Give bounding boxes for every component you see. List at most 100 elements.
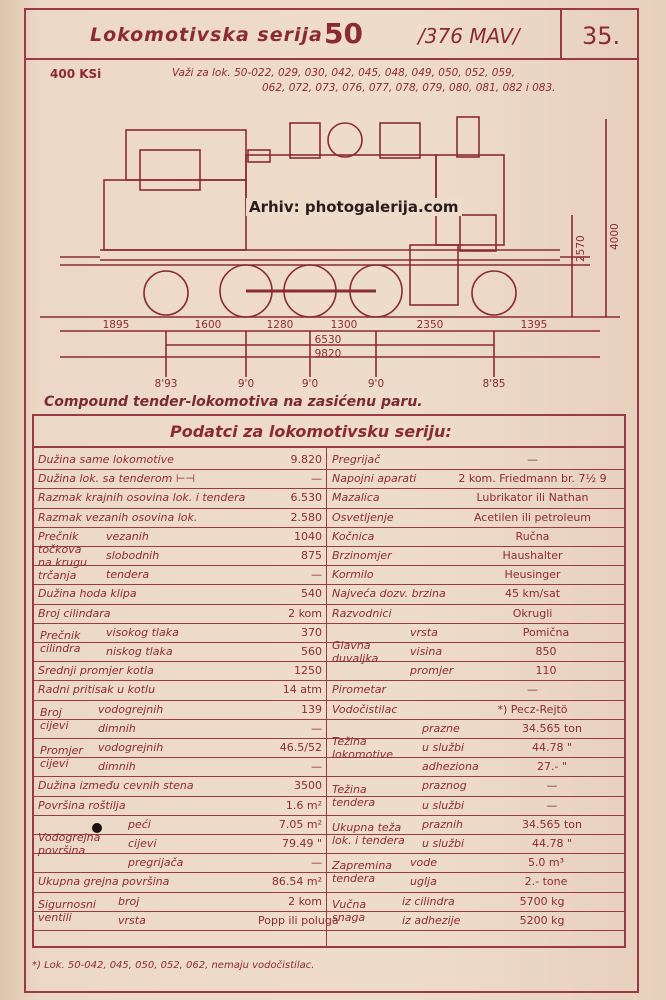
right-row-line: [326, 738, 624, 739]
right-row-line: [326, 699, 624, 701]
dim-1280: 1280: [266, 319, 294, 331]
right-label-r1: Pregrijač: [332, 453, 381, 466]
left-row-line: [34, 718, 326, 720]
right-group-tender_weight_group-1: tendera: [332, 795, 376, 809]
left-label-r24: broj: [118, 894, 140, 908]
right-value-r2: 2 kom. Friedmann br. 7½ 9: [458, 472, 607, 486]
right-row-line: [326, 910, 624, 912]
right-value-r22: 5.0 m³: [527, 856, 565, 870]
right-label-r21: u službi: [422, 837, 465, 850]
left-row-line: [34, 565, 326, 567]
power-rating: 400 KSi: [50, 67, 102, 81]
right-label-r23: uglja: [410, 875, 437, 889]
right-row-line: [326, 661, 624, 663]
right-row-line: [326, 757, 624, 759]
left-group-heat_group-1: površina: [38, 843, 86, 857]
left-value-r1: 9.820: [290, 453, 323, 466]
right-value-r16: 44.78 ": [531, 741, 573, 754]
right-row-line: [326, 853, 624, 855]
right-value-r9: Okrugli: [512, 606, 553, 620]
right-label-r8: Najveća dozv. brzina: [332, 587, 446, 601]
right-row-line: [326, 680, 624, 682]
left-row-line: [34, 603, 326, 605]
left-label-r10: visokog tlaka: [106, 625, 179, 639]
left-group-cyl_group-0: Prečnik: [40, 629, 81, 642]
right-row-line: [326, 642, 624, 643]
dim-1895: 1895: [102, 319, 130, 331]
right-value-r11: 850: [535, 645, 557, 658]
left-row-line: [34, 853, 326, 855]
right-label-r12: promjer: [410, 664, 454, 678]
right-label-r3: Mazalica: [332, 491, 380, 505]
right-value-r25: 5200 kg: [519, 913, 565, 927]
right-value-r18: —: [546, 779, 558, 793]
left-row-line: [34, 622, 326, 624]
right-label-r22: vode: [410, 856, 437, 870]
left-value-r2: —: [311, 472, 322, 486]
right-group-dome_group-0: Glavna: [332, 638, 371, 652]
right-value-r5: Ručna: [515, 529, 550, 543]
right-row-line: [326, 584, 624, 586]
left-label-r7: tendera: [106, 568, 150, 582]
right-label-r4: Osvetljenje: [332, 510, 394, 524]
dim-total-9820: 9820: [314, 348, 342, 360]
left-label-r5: vezanih: [106, 529, 149, 543]
right-label-r13: Pirometar: [332, 683, 387, 697]
left-row-line: [34, 661, 326, 663]
left-label-r15: dimnih: [98, 721, 136, 735]
mav-designation: /376 MAV/: [418, 24, 520, 48]
right-label-r11: visina: [410, 645, 443, 658]
left-row-line: [34, 642, 326, 643]
left-label-r11: niskog tlaka: [106, 645, 173, 658]
left-row-line: [34, 526, 326, 528]
right-value-r23: 2.- tone: [524, 875, 568, 889]
right-label-r18: praznog: [422, 779, 467, 793]
left-label-r8: Dužina hoda klipa: [38, 587, 137, 601]
right-value-r21: 44.78 ": [531, 837, 573, 850]
left-value-r12: 1250: [294, 664, 322, 678]
left-label-r4: Razmak vezanih osovina lok.: [38, 510, 198, 524]
left-value-r3: 6.530: [290, 491, 323, 505]
right-value-r13: —: [527, 683, 538, 697]
left-row-line: [34, 699, 326, 701]
series-number: 50: [324, 17, 363, 50]
dim-total-6530: 6530: [314, 334, 342, 346]
left-label-r17: dimnih: [98, 760, 136, 774]
left-value-r7: —: [311, 568, 322, 582]
right-label-r5: Kočnica: [332, 529, 375, 543]
right-label-r17: adheziona: [422, 760, 479, 774]
page-number: 35.: [582, 22, 621, 50]
left-group-wheel_group-3: trčanja: [38, 568, 77, 582]
left-row-line: [34, 507, 326, 509]
spec-table: [32, 414, 626, 948]
right-group-loco_weight_group-0: Težina: [332, 734, 367, 748]
right-row-line: [326, 469, 624, 471]
left-value-r24: 2 kom: [288, 894, 322, 908]
right-row-line: [326, 891, 624, 893]
left-row-line: [34, 795, 326, 797]
right-group-capacity_group-1: tendera: [332, 872, 376, 886]
left-value-r11: 560: [301, 645, 322, 658]
dim-1395: 1395: [520, 319, 548, 331]
right-label-r10: vrsta: [410, 625, 438, 639]
right-row-line: [326, 814, 624, 816]
right-value-r8: 45 km/sat: [504, 587, 561, 601]
page-frame: [24, 8, 639, 993]
left-row-line: [34, 891, 326, 893]
right-value-r7: Heusinger: [504, 568, 561, 582]
right-row-line: [326, 488, 624, 490]
axle-load-5: 8'85: [482, 378, 506, 390]
left-row-line: [34, 930, 326, 931]
left-value-r13: 14 atm: [282, 683, 322, 697]
left-label-r9: Broj cilindara: [38, 606, 111, 620]
right-label-r19: u službi: [422, 798, 465, 812]
left-label-r16: vodogrejnih: [98, 741, 164, 754]
axle-load-1: 8'93: [154, 378, 178, 390]
right-value-r1: —: [527, 453, 538, 466]
locomotive-drawing: [40, 116, 620, 377]
left-value-r4: 2.580: [290, 510, 323, 524]
header-divider: [560, 8, 562, 60]
right-row-line: [326, 795, 624, 797]
right-row-line: [326, 872, 624, 874]
left-label-r13: Radni pritisak u kotlu: [38, 683, 156, 697]
